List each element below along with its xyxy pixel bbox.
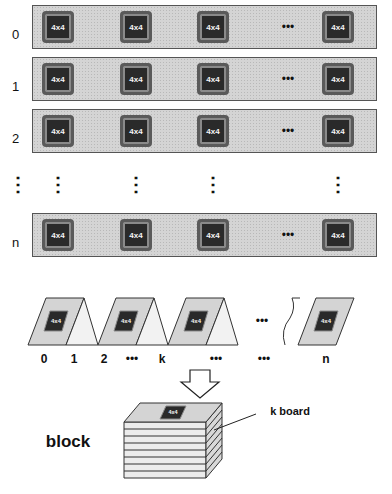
ellipsis: ••• [210, 353, 223, 365]
chip-label: 4x4 [129, 75, 142, 84]
ellipsis: ••• [282, 21, 295, 33]
chip-module: 4x4 [42, 219, 74, 251]
chip-label: 4x4 [331, 231, 344, 240]
vertical-ellipsis: ⋮ [203, 174, 223, 194]
chip-label: 4x4 [121, 318, 131, 324]
chip-label: 4x4 [321, 318, 331, 324]
block-label: block [46, 433, 90, 450]
ellipsis: ••• [126, 353, 139, 365]
chip-module: 4x4 [42, 115, 74, 147]
chip-label: 4x4 [51, 318, 61, 324]
vertical-ellipsis: ⋮ [126, 174, 146, 194]
row-number: n [12, 235, 19, 250]
chip-module: 4x4 [120, 219, 152, 251]
chip-module: 4x4 [197, 115, 229, 147]
chip-module: 4x4 [42, 11, 74, 43]
ellipsis: ••• [258, 353, 271, 365]
chip-label: 4x4 [51, 75, 64, 84]
chip-label: 4x4 [129, 231, 142, 240]
board-row: 0 4x4 4x4 4x4 4x4 [10, 5, 380, 49]
board-row: 2 4x4 4x4 4x4 4x4 [10, 109, 380, 153]
fold-index: n [322, 353, 329, 365]
chip-module: 4x4 [322, 115, 354, 147]
row-number: 0 [12, 27, 19, 42]
chip-label: 4x4 [206, 231, 219, 240]
chip-label: 4x4 [51, 231, 64, 240]
chip-label: 4x4 [206, 127, 219, 136]
chip-label: 4x4 [206, 75, 219, 84]
board-row: n 4x4 4x4 4x4 4x4 [10, 213, 380, 257]
chip-module: 4x4 [197, 219, 229, 251]
chip-label: 4x4 [129, 127, 142, 136]
chip-label: 4x4 [331, 23, 344, 32]
chip-label: 4x4 [331, 75, 344, 84]
chip-module: 4x4 [120, 115, 152, 147]
vertical-ellipsis: ⋮ [8, 174, 28, 194]
row-number: 1 [12, 79, 19, 94]
ellipsis: ••• [282, 125, 295, 137]
chip-module: 4x4 [197, 11, 229, 43]
vertical-ellipsis: ⋮ [48, 174, 68, 194]
chip-module: 4x4 [322, 219, 354, 251]
ellipsis: ••• [282, 73, 295, 85]
chip-label: 4x4 [191, 318, 201, 324]
chip-label: 4x4 [51, 127, 64, 136]
board-row: 1 4x4 4x4 4x4 4x4 [10, 57, 380, 101]
fold-index: 2 [101, 353, 108, 365]
ellipsis: ••• [256, 315, 269, 327]
chip-label: 4x4 [206, 23, 219, 32]
chip-module: 4x4 [322, 63, 354, 95]
fold-index: 0 [41, 353, 48, 365]
chip-module: 4x4 [197, 63, 229, 95]
chip-module: 4x4 [322, 11, 354, 43]
row-number: 2 [12, 131, 19, 146]
chip-label: 4x4 [168, 410, 177, 416]
vertical-ellipsis: ⋮ [328, 174, 348, 194]
fold-index: 1 [71, 353, 78, 365]
ellipsis: ••• [282, 229, 295, 241]
fold-index: k [159, 353, 166, 365]
chip-label: 4x4 [51, 23, 64, 32]
chip-module: 4x4 [42, 63, 74, 95]
chip-module: 4x4 [120, 11, 152, 43]
chip-label: 4x4 [129, 23, 142, 32]
chip-label: 4x4 [331, 127, 344, 136]
callout-label: k board [270, 406, 310, 417]
chip-module: 4x4 [120, 63, 152, 95]
